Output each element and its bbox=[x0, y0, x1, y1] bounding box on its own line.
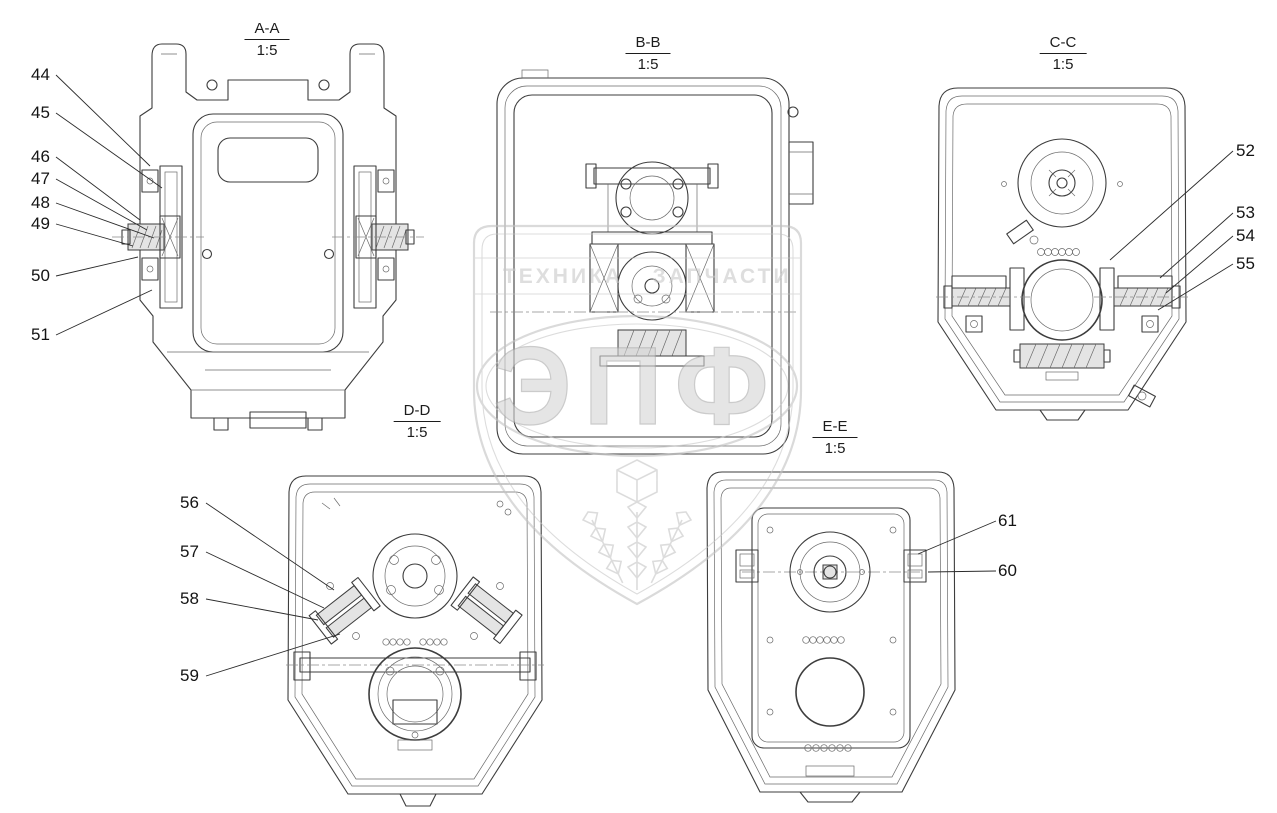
view-label: D-D bbox=[393, 402, 441, 422]
watermark-logo: ТЕХНИКА ЗАПЧАСТИ ЭПФ bbox=[472, 224, 803, 606]
callout-52: 52 bbox=[1236, 141, 1255, 160]
watermark-word-left: ТЕХНИКА bbox=[503, 265, 623, 288]
view-ee-drawing bbox=[706, 471, 956, 803]
callout-59: 59 bbox=[180, 666, 199, 685]
cube-icon bbox=[616, 459, 658, 503]
view-title-dd: D-D 1:5 bbox=[393, 402, 441, 441]
view-scale: 1:5 bbox=[406, 424, 428, 441]
callout-49: 49 bbox=[31, 214, 50, 233]
callout-44: 44 bbox=[31, 65, 50, 84]
view-scale: 1:5 bbox=[1052, 56, 1074, 73]
view-scale: 1:5 bbox=[256, 42, 278, 59]
view-aa-drawing bbox=[112, 43, 424, 431]
callout-48: 48 bbox=[31, 193, 50, 212]
callout-53: 53 bbox=[1236, 203, 1255, 222]
callout-58: 58 bbox=[180, 589, 199, 608]
wheat-icon bbox=[581, 501, 693, 590]
callout-54: 54 bbox=[1236, 226, 1255, 245]
watermark-word-right: ЗАПЧАСТИ bbox=[652, 265, 791, 288]
view-cc-drawing bbox=[936, 87, 1188, 421]
callout-leader-lines bbox=[55, 74, 1234, 677]
callout-47: 47 bbox=[31, 169, 50, 188]
view-scale: 1:5 bbox=[824, 440, 846, 457]
view-title-ee: E-E 1:5 bbox=[812, 418, 858, 457]
callout-56: 56 bbox=[180, 493, 199, 512]
callout-57: 57 bbox=[180, 542, 199, 561]
view-label: B-B bbox=[625, 34, 671, 54]
callout-55: 55 bbox=[1236, 254, 1255, 273]
view-dd-drawing bbox=[286, 475, 544, 807]
view-label: E-E bbox=[812, 418, 858, 438]
callout-60: 60 bbox=[998, 561, 1017, 580]
callout-45: 45 bbox=[31, 103, 50, 122]
view-label: C-C bbox=[1039, 34, 1087, 54]
view-scale: 1:5 bbox=[637, 56, 659, 73]
view-title-cc: C-C 1:5 bbox=[1039, 34, 1087, 73]
view-title-aa: A-A 1:5 bbox=[244, 20, 290, 59]
callout-61: 61 bbox=[998, 511, 1017, 530]
callout-51: 51 bbox=[31, 325, 50, 344]
view-label: A-A bbox=[244, 20, 290, 40]
watermark-logo-text: ЭПФ bbox=[493, 325, 780, 448]
view-bb-drawing bbox=[490, 69, 814, 455]
callout-46: 46 bbox=[31, 147, 50, 166]
view-title-bb: B-B 1:5 bbox=[625, 34, 671, 73]
callout-50: 50 bbox=[31, 266, 50, 285]
